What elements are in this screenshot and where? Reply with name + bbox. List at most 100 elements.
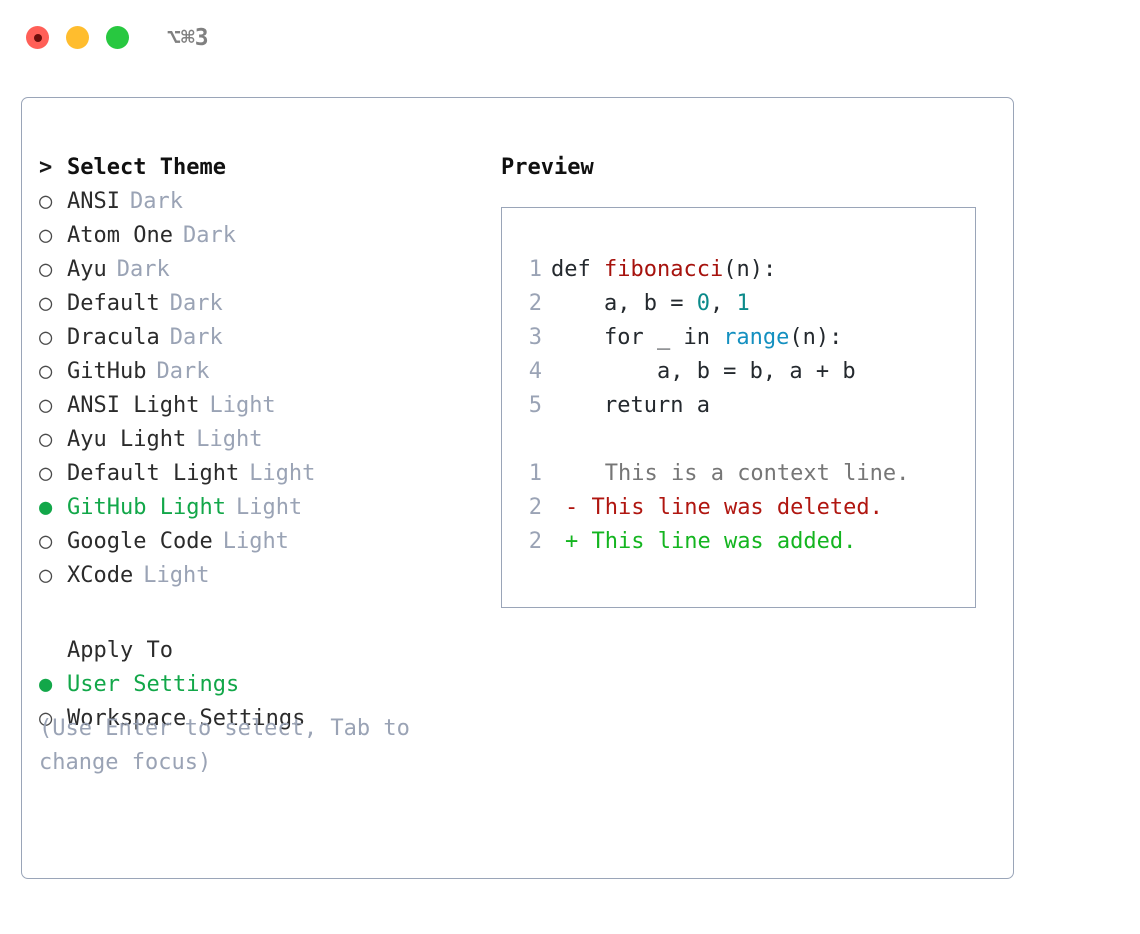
apply-to-heading: ○ Apply To bbox=[39, 634, 479, 668]
theme-variant-badge: Dark bbox=[129, 189, 183, 214]
code-line: 4 a, b = b, a + b bbox=[502, 355, 975, 389]
keyboard-shortcut-label: ⌥⌘3 bbox=[167, 25, 209, 51]
code-text: a, b = b, a + b bbox=[551, 355, 856, 389]
select-theme-heading: > Select Theme bbox=[39, 151, 479, 185]
line-number: 5 bbox=[528, 393, 542, 418]
preview-title: Preview bbox=[501, 155, 594, 180]
line-number: 2 bbox=[528, 291, 542, 316]
apply-to-item[interactable]: ○ Workspace Settings bbox=[39, 702, 479, 736]
code-line: 5 return a bbox=[502, 389, 975, 423]
code-token: a, b = b, a + b bbox=[551, 359, 856, 384]
diff-text: This line was added. bbox=[578, 529, 857, 554]
theme-name: GitHub bbox=[67, 359, 147, 384]
radio-unselected-icon[interactable]: ○ bbox=[39, 393, 53, 418]
radio-unselected-icon[interactable]: ○ bbox=[39, 359, 53, 384]
theme-name: GitHub Light bbox=[67, 495, 226, 520]
select-theme-title: Select Theme bbox=[67, 155, 226, 180]
code-text: a, b = 0, 1 bbox=[551, 287, 750, 321]
theme-list-item[interactable]: ○ XCode Light bbox=[39, 559, 479, 593]
close-button[interactable] bbox=[26, 26, 49, 49]
theme-variant-badge: Light bbox=[143, 563, 210, 588]
theme-name: Default bbox=[67, 291, 160, 316]
theme-variant-badge: Light bbox=[196, 427, 263, 452]
code-line: 3 for _ in range(n): bbox=[502, 321, 975, 355]
theme-variant-badge: Dark bbox=[156, 359, 210, 384]
radio-unselected-icon[interactable]: ○ bbox=[39, 529, 53, 554]
code-token: fibonacci bbox=[603, 257, 724, 282]
theme-list-item[interactable]: ○ ANSI Dark bbox=[39, 185, 479, 219]
diff-line: 1 This is a context line. bbox=[502, 457, 975, 491]
radio-unselected-icon[interactable]: ○ bbox=[39, 257, 53, 282]
code-token: for _ in bbox=[551, 325, 724, 350]
radio-unselected-icon[interactable]: ○ bbox=[39, 325, 53, 350]
theme-list-item[interactable]: ○ GitHub Dark bbox=[39, 355, 479, 389]
theme-name: Google Code bbox=[67, 529, 213, 554]
maximize-button[interactable] bbox=[106, 26, 129, 49]
diff-text: This line was deleted. bbox=[578, 495, 883, 520]
theme-list-item[interactable]: ○ Ayu Dark bbox=[39, 253, 479, 287]
radio-unselected-icon[interactable]: ○ bbox=[39, 427, 53, 452]
code-token: (n): bbox=[789, 325, 843, 350]
apply-to-list: ● User Settings ○ Workspace Settings bbox=[39, 668, 479, 736]
diff-sample: 1 This is a context line.2- This line wa… bbox=[502, 457, 975, 559]
theme-name: ANSI bbox=[67, 189, 120, 214]
theme-name: Ayu bbox=[67, 257, 107, 282]
theme-name: Atom One bbox=[67, 223, 173, 248]
theme-list-item[interactable]: ● GitHub Light Light bbox=[39, 491, 479, 525]
radio-unselected-icon[interactable]: ○ bbox=[39, 706, 53, 731]
theme-list-item[interactable]: ○ Default Dark bbox=[39, 287, 479, 321]
theme-name: Default Light bbox=[67, 461, 240, 486]
line-number: 2 bbox=[528, 529, 542, 554]
line-number: 1 bbox=[528, 461, 542, 486]
theme-name: XCode bbox=[67, 563, 134, 588]
diff-text: This is a context line. bbox=[578, 461, 910, 486]
keyboard-hint-text: (Use Enter to select, Tab to change focu… bbox=[39, 716, 410, 775]
radio-unselected-icon[interactable]: ○ bbox=[39, 291, 53, 316]
blank-marker-icon: ○ bbox=[39, 634, 67, 668]
radio-unselected-icon[interactable]: ○ bbox=[39, 223, 53, 248]
code-blank-line bbox=[502, 423, 975, 457]
theme-variant-badge: Dark bbox=[169, 291, 223, 316]
caret-icon: > bbox=[39, 155, 53, 180]
radio-unselected-icon[interactable]: ○ bbox=[39, 461, 53, 486]
code-token: a, b = bbox=[551, 291, 697, 316]
theme-variant-badge: Dark bbox=[116, 257, 170, 282]
radio-selected-icon[interactable]: ● bbox=[39, 672, 53, 697]
theme-name: ANSI Light bbox=[67, 393, 200, 418]
code-text: for _ in range(n): bbox=[551, 321, 842, 355]
window-controls bbox=[26, 26, 129, 49]
code-token: range bbox=[723, 325, 790, 350]
code-text: return a bbox=[551, 389, 710, 423]
title-bar: ⌥⌘3 bbox=[0, 0, 1140, 78]
theme-variant-badge: Light bbox=[235, 495, 303, 520]
code-token: 1 bbox=[736, 291, 750, 316]
minimize-button[interactable] bbox=[66, 26, 89, 49]
theme-variant-badge: Light bbox=[222, 529, 289, 554]
line-number: 3 bbox=[528, 325, 542, 350]
radio-unselected-icon[interactable]: ○ bbox=[39, 563, 53, 588]
code-token: , bbox=[709, 291, 737, 316]
radio-selected-icon[interactable]: ● bbox=[39, 495, 53, 520]
code-token: (n): bbox=[723, 257, 777, 282]
apply-to-label: User Settings bbox=[67, 672, 240, 697]
theme-list-item[interactable]: ○ Google Code Light bbox=[39, 525, 479, 559]
theme-list-item[interactable]: ○ Atom One Dark bbox=[39, 219, 479, 253]
radio-unselected-icon[interactable]: ○ bbox=[39, 189, 53, 214]
diff-sign: + bbox=[565, 529, 579, 554]
code-token: return a bbox=[551, 393, 710, 418]
apply-to-label: Workspace Settings bbox=[67, 706, 306, 731]
apply-to-item[interactable]: ● User Settings bbox=[39, 668, 479, 702]
theme-variant-badge: Dark bbox=[182, 223, 236, 248]
code-line: 2 a, b = 0, 1 bbox=[502, 287, 975, 321]
line-number: 2 bbox=[528, 495, 542, 520]
